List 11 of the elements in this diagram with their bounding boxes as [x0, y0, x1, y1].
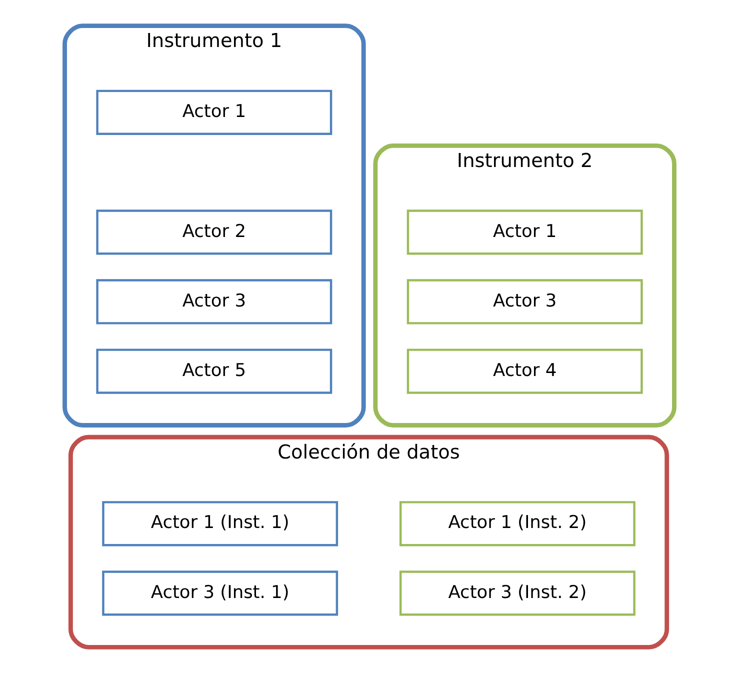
node-box: Actor 3 (Inst. 2) — [399, 570, 636, 616]
node-box: Actor 1 (Inst. 2) — [399, 501, 636, 546]
node-box: Actor 3 — [406, 279, 643, 324]
node-box: Actor 1 — [96, 90, 332, 135]
node-box: Actor 3 (Inst. 1) — [102, 570, 338, 616]
node-box: Actor 1 (Inst. 1) — [102, 501, 338, 546]
node-box: Actor 3 — [96, 279, 332, 324]
node-box: Actor 4 — [406, 348, 643, 394]
node-box: Actor 1 — [406, 210, 643, 255]
node-box: Actor 5 — [96, 348, 332, 394]
node-box: Actor 2 — [96, 210, 332, 255]
